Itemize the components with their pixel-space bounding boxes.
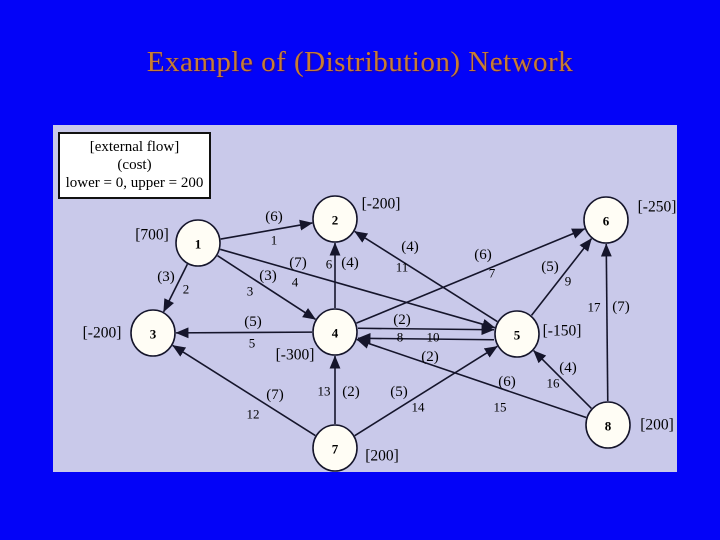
- edge-12-line: [172, 344, 316, 437]
- node-1-external-flow-label: [700]: [135, 227, 169, 244]
- edge-14-line: [354, 345, 498, 437]
- edge-9-number-label: 9: [565, 274, 572, 289]
- edge-16-number-label: 16: [547, 376, 561, 391]
- edge-2-line: [162, 263, 189, 313]
- edge-5-number-label: 5: [249, 336, 256, 351]
- node-5-external-flow-label: [-150]: [543, 323, 582, 340]
- edge-15-line: [356, 338, 587, 419]
- node-6-external-flow-label: [-250]: [638, 199, 677, 216]
- edge-15-number-label: 15: [494, 400, 507, 415]
- edge-6-cost-label: (4): [341, 255, 359, 271]
- edge-6-number-label: 6: [326, 257, 333, 272]
- node-3: [130, 309, 176, 357]
- diagram-panel: [external flow] (cost) lower = 0, upper …: [53, 125, 677, 472]
- edge-1-line: [220, 219, 313, 240]
- node-8-number: 8: [605, 419, 612, 434]
- edge-7-cost-label: (6): [474, 247, 492, 263]
- node-4: [312, 308, 358, 356]
- edge-1-cost-label: (6): [265, 209, 283, 225]
- edge-13-number-label: 13: [318, 384, 331, 399]
- edge-10-cost-label: (2): [421, 349, 439, 365]
- edge-13-cost-label: (2): [342, 384, 360, 400]
- edge-17-number-label: 17: [588, 300, 602, 315]
- edge-7-number-label: 7: [489, 266, 496, 281]
- edge-11-number-label: 11: [396, 260, 409, 275]
- legend-box: [external flow] (cost) lower = 0, upper …: [58, 132, 211, 199]
- edge-14-cost-label: (5): [390, 384, 408, 400]
- edge-16-cost-label: (4): [559, 360, 577, 376]
- labels-layer: (6) 1 (3) 2 (3) 3 (7) 4 (5) 5 (4) 6 (6) 7 (2) 8 (5) 9 (2) 1…: [83, 196, 677, 465]
- legend-line-cost: (cost): [117, 157, 152, 173]
- edge-9-line: [530, 238, 593, 316]
- node-4-number: 4: [332, 326, 339, 341]
- edge-11-cost-label: (4): [401, 239, 419, 255]
- node-2: [312, 195, 358, 243]
- node-6-number: 6: [603, 214, 610, 229]
- edge-14-number-label: 14: [412, 400, 426, 415]
- edge-15-cost-label: (6): [498, 374, 516, 390]
- edge-16-line: [533, 350, 592, 409]
- edge-2-cost-label: (3): [157, 269, 175, 285]
- edge-8-cost-label: (2): [393, 312, 411, 328]
- legend-line-external-flow: [external flow]: [89, 139, 180, 155]
- node-5: [494, 310, 540, 358]
- edge-4-cost-label: (7): [289, 255, 307, 271]
- node-7-external-flow-label: [200]: [365, 448, 399, 465]
- node-2-external-flow-label: [-200]: [362, 196, 401, 213]
- node-7-number: 7: [332, 442, 339, 457]
- legend-line-bounds: lower = 0, upper = 200: [65, 175, 204, 191]
- edge-8-line: [357, 324, 495, 336]
- node-7: [312, 424, 358, 472]
- edge-2-number-label: 2: [183, 282, 190, 297]
- edge-5-line: [175, 327, 313, 339]
- edge-9-cost-label: (5): [541, 259, 559, 275]
- edge-4-line: [219, 248, 496, 330]
- edge-10-number-label: 10: [427, 330, 440, 345]
- edge-10-line: [357, 332, 495, 344]
- node-5-number: 5: [514, 328, 521, 343]
- node-1-number: 1: [195, 237, 202, 252]
- edge-17-cost-label: (7): [612, 299, 630, 315]
- slide-title: Example of (Distribution) Network: [146, 46, 574, 78]
- edge-8-number-label: 8: [397, 330, 404, 345]
- node-6: [583, 196, 629, 244]
- node-8-external-flow-label: [200]: [640, 417, 674, 434]
- edge-11-line: [354, 230, 498, 323]
- edge-5-cost-label: (5): [244, 314, 262, 330]
- edge-12-cost-label: (7): [266, 387, 284, 403]
- node-3-external-flow-label: [-200]: [83, 325, 122, 342]
- edge-3-number-label: 3: [247, 284, 254, 299]
- node-4-external-flow-label: [-300]: [276, 347, 315, 364]
- node-8: [585, 401, 631, 449]
- node-1: [175, 219, 221, 267]
- edge-7-line: [356, 228, 586, 324]
- edge-17-line: [600, 243, 612, 402]
- edge-3-line: [217, 255, 316, 320]
- edges-layer: [162, 219, 612, 437]
- node-3-number: 3: [150, 327, 157, 342]
- edge-1-number-label: 1: [271, 233, 278, 248]
- edge-3-cost-label: (3): [259, 268, 277, 284]
- edge-4-number-label: 4: [292, 275, 299, 290]
- edge-12-number-label: 12: [247, 407, 260, 422]
- node-2-number: 2: [332, 213, 339, 228]
